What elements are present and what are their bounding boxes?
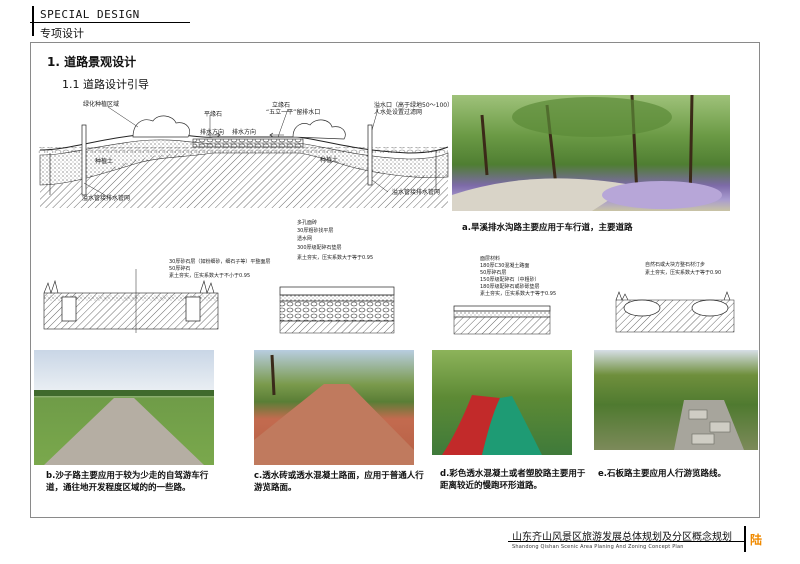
bioswale-section-diagram xyxy=(38,106,449,208)
label-soil-left: 种植土 xyxy=(95,158,114,165)
header-subtitle: 专项设计 xyxy=(40,27,84,40)
caption-c: c.透水砖或透水混凝土路面，应用于普通人行游览路面。 xyxy=(254,471,424,493)
label-overflow-pipe-left: 溢水管接排水管网 xyxy=(82,195,131,202)
photo-b-sand-road xyxy=(34,350,214,465)
footer-accent-bar xyxy=(744,526,746,552)
sand-road-section xyxy=(43,269,219,333)
caption-a: a.旱溪排水沟路主要应用于车行道，主要道路 xyxy=(462,223,633,233)
sand-section-layer-3: 素土夯实，压实系数大于不小于0.95 xyxy=(169,273,251,279)
concrete-layer-4: 150厚级配碎石（中粗砂） xyxy=(480,277,540,283)
label-overflow-filter: 人水处设置过滤网 xyxy=(374,109,423,116)
stone-section-layer-2: 素土夯实，压实系数大于等于0.90 xyxy=(645,270,722,276)
brick-section-layer-4: 300厚级配碎石垫层 xyxy=(297,245,342,251)
brick-section-layer-3: 透水网 xyxy=(297,236,313,242)
label-inlet-curb: 立缘石 xyxy=(272,102,291,109)
brick-section-layer-1: 多孔面砖 xyxy=(297,220,318,226)
label-overflow: 溢水口（高于绿地50～100） xyxy=(374,102,454,109)
caption-e: e.石板路主要应用人行游览路线。 xyxy=(598,469,726,479)
photo-c-permeable-brick xyxy=(254,350,414,465)
label-drain-direction-left: 排水方向 xyxy=(200,129,225,136)
footer-title-cn: 山东齐山风景区旅游发展总体规划及分区概念规划 xyxy=(512,532,732,543)
brick-section-layer-5: 素土夯实，压实系数大于等于0.95 xyxy=(297,255,374,261)
subsection-heading: 1.1 道路设计引导 xyxy=(62,78,149,91)
concrete-layer-5: 180厚级配碎石或砂砾垫层 xyxy=(480,284,540,290)
label-drain-direction-right: 排水方向 xyxy=(232,129,257,136)
content-frame xyxy=(30,42,760,518)
concrete-layer-6: 素土夯实，压实系数大于等于0.95 xyxy=(480,291,557,297)
label-curb: 平缘石 xyxy=(204,111,223,118)
concrete-layer-2: 180厚C30混凝土路面 xyxy=(480,263,530,269)
photo-d-colored-track xyxy=(432,350,572,455)
label-soil-right: 种植土 xyxy=(320,157,339,164)
section-heading: 1. 道路景观设计 xyxy=(47,55,137,69)
photo-e-stone-slab-path xyxy=(594,350,758,450)
stone-slab-section xyxy=(615,291,735,333)
header-title: SPECIAL DESIGN xyxy=(40,8,140,21)
sand-section-layer-1: 30厚砂石层（如粉细砂，细石子等）平整面层 xyxy=(169,259,271,265)
permeable-brick-section xyxy=(279,286,395,334)
label-overflow-pipe-right: 溢水管接排水管网 xyxy=(392,189,441,196)
caption-b: b.沙子路主要应用于较为少走的自驾游车行道，通往地开发程度区域的的一些路。 xyxy=(46,471,209,493)
stone-section-layer-1: 自然石或大块方整石材汀步 xyxy=(645,262,706,268)
brick-section-layer-2: 30厚粗砂找平层 xyxy=(297,228,334,234)
label-planting-area: 绿化种植区域 xyxy=(83,101,120,108)
label-inlet-rule: “五立一平”留排水口 xyxy=(266,109,321,116)
concrete-section xyxy=(453,305,551,335)
header-accent-bar xyxy=(32,6,34,36)
concrete-layer-1: 面层材料 xyxy=(480,256,501,262)
photo-a-dry-creek-road xyxy=(452,95,730,211)
header-divider xyxy=(30,22,190,23)
page-number: 陆 xyxy=(750,533,763,547)
caption-d: d.彩色透水混凝土或者塑胶路主要用于距离较近的慢跑环形道路。 xyxy=(440,469,586,491)
concrete-layer-3: 50厚碎石层 xyxy=(480,270,507,276)
footer-divider xyxy=(508,541,744,542)
sand-section-layer-2: 50厚碎石 xyxy=(169,266,191,272)
footer-title-en: Shandong Qishan Scenic Area Planing And … xyxy=(512,544,684,550)
